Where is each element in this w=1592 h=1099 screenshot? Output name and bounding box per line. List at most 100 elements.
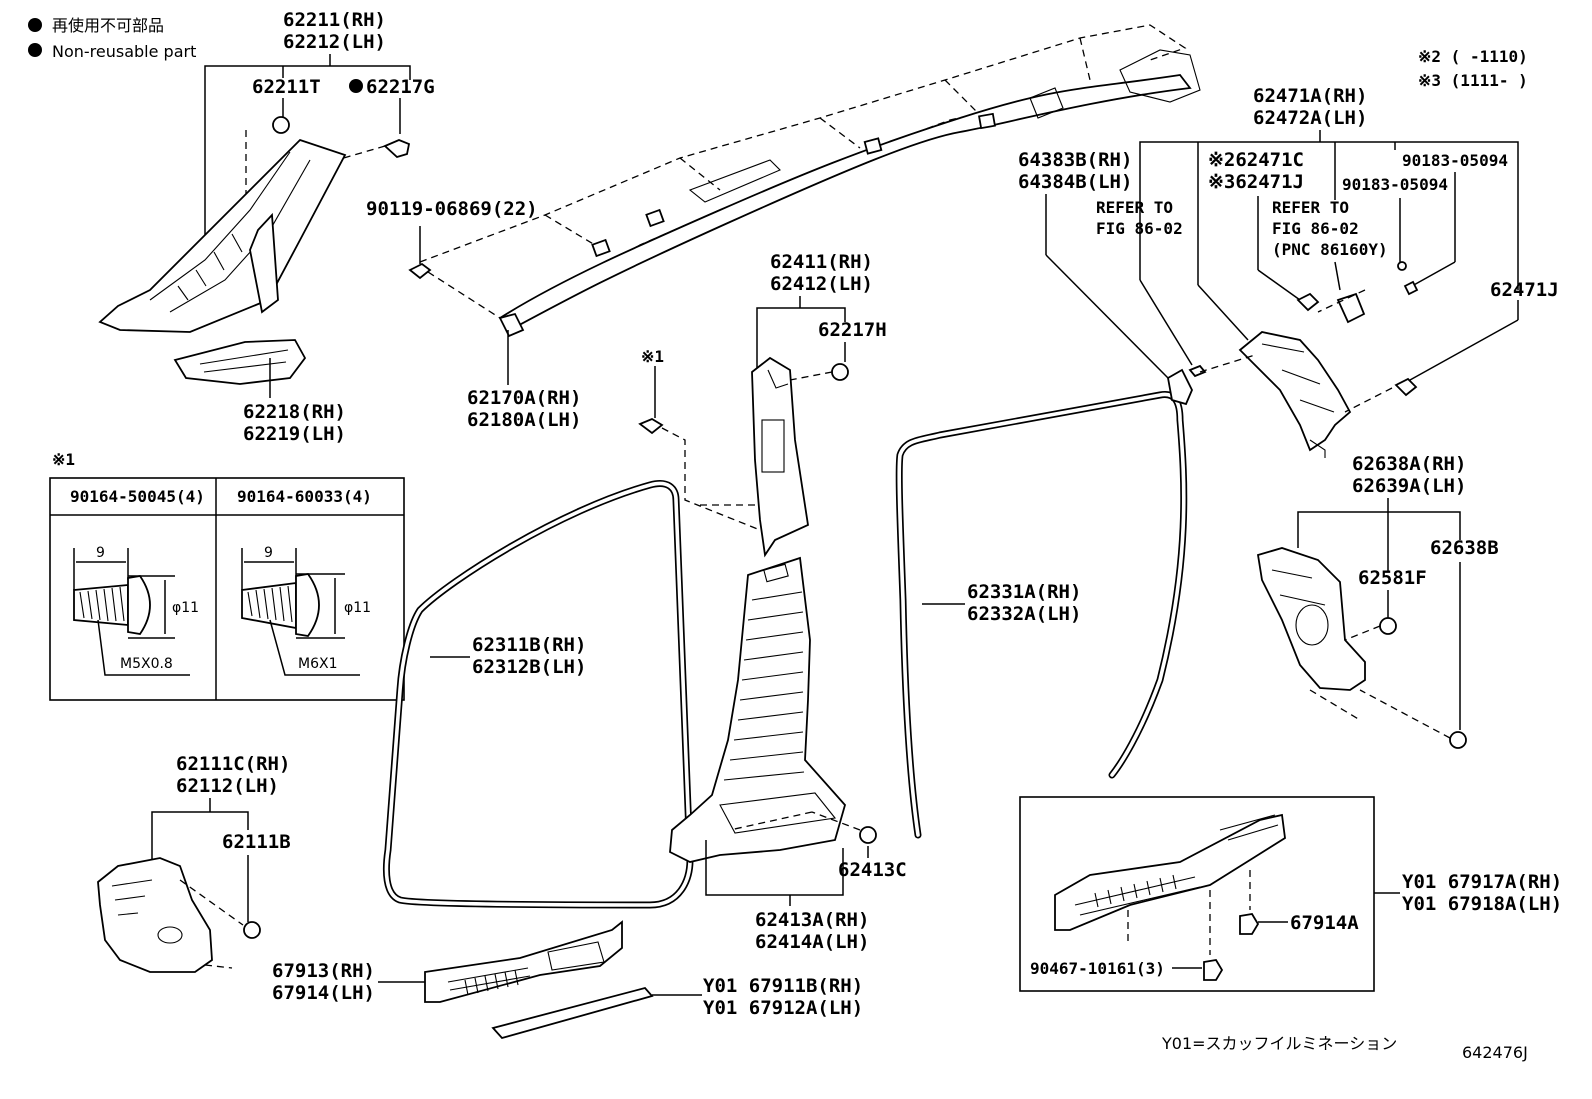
label-62471J[interactable]: 62471J — [1490, 279, 1559, 301]
clip-62471C-icon — [1296, 292, 1320, 312]
rear-door-weatherstrip-group: 62331A(RH) 62332A(LH) — [895, 390, 1188, 839]
label-62211[interactable]: 62211(RH) — [283, 9, 386, 31]
label-Y01-67918A[interactable]: Y01 67918A(LH) — [1402, 893, 1562, 915]
front-door-weatherstrip[interactable] — [383, 480, 694, 909]
label-62638B[interactable]: 62638B — [1430, 537, 1499, 559]
label-90467[interactable]: 90467-10161(3) — [1030, 959, 1165, 978]
front-scuff-plate[interactable] — [424, 920, 623, 1003]
quarter-pillar-group: ※2 ( -1110) ※3 (1111- ) 62471A(RH) 62472… — [1018, 47, 1559, 458]
front-door-weatherstrip-group: 62311B(RH) 62312B(LH) — [383, 480, 694, 909]
label-62412[interactable]: 62412(LH) — [770, 273, 873, 295]
label-62111B[interactable]: 62111B — [222, 831, 291, 853]
cowl-side-trim-group: 62111C(RH) 62112(LH) 62111B — [97, 753, 291, 973]
non-reusable-marker-icon — [28, 43, 42, 57]
deck-side-trim[interactable] — [1256, 547, 1366, 691]
screw-90183-b-icon — [1403, 280, 1419, 296]
clip-62413C-icon — [859, 826, 877, 844]
label-Y01-67917A[interactable]: Y01 67917A(RH) — [1402, 871, 1562, 893]
screw-90183-a-icon — [1397, 261, 1407, 271]
note-3: ※3 (1111- ) — [1418, 71, 1528, 90]
label-62331A[interactable]: 62331A(RH) — [967, 581, 1081, 603]
deck-side-trim-group: 62638A(RH) 62639A(LH) 62638B 62581F — [1256, 453, 1499, 749]
curtain-airbag-group: 90119-06869(22) 62170A(RH) 62180A(LH) — [366, 24, 1201, 431]
ref2-line1: REFER TO — [1272, 198, 1349, 217]
front-scuff-plate-group: 67913(RH) 67914(LH) Y01 67911B(RH) Y01 6… — [272, 920, 863, 1040]
label-62471C[interactable]: ※262471C — [1208, 149, 1304, 171]
label-64384B[interactable]: 64384B(LH) — [1018, 171, 1132, 193]
quarter-pillar-garnish[interactable] — [1238, 331, 1352, 452]
label-62180A[interactable]: 62180A(LH) — [467, 409, 581, 431]
inset-thread1: M5X0.8 — [120, 656, 173, 672]
label-62212[interactable]: 62212(LH) — [283, 31, 386, 53]
label-64383B[interactable]: 64383B(RH) — [1018, 149, 1132, 171]
label-67914A[interactable]: 67914A — [1290, 912, 1359, 934]
label-62638A[interactable]: 62638A(RH) — [1352, 453, 1466, 475]
inset-screw-detail: ※1 90164-50045(4) 90164-60033(4) 9 φ11 M… — [49, 450, 405, 701]
label-62332A[interactable]: 62332A(LH) — [967, 603, 1081, 625]
cowl-side-trim[interactable] — [97, 857, 213, 973]
label-62411[interactable]: 62411(RH) — [770, 251, 873, 273]
non-reusable-marker-icon — [28, 18, 42, 32]
label-62413A[interactable]: 62413A(RH) — [755, 909, 869, 931]
figure-number: 642476J — [1462, 1043, 1528, 1062]
inset-title: ※1 — [52, 450, 75, 469]
screw-mark1-icon — [638, 417, 664, 435]
label-62414A[interactable]: 62414A(LH) — [755, 931, 869, 953]
label-62170A[interactable]: 62170A(RH) — [467, 387, 581, 409]
label-67914[interactable]: 67914(LH) — [272, 982, 375, 1004]
legend-jp: 再使用不可部品 — [52, 16, 164, 35]
label-67913[interactable]: 67913(RH) — [272, 960, 375, 982]
screw-m5-icon: 9 φ11 M5X0.8 — [73, 545, 199, 676]
label-62111C[interactable]: 62111C(RH) — [176, 753, 290, 775]
ref1-line2: FIG 86-02 — [1096, 219, 1183, 238]
label-62219[interactable]: 62219(LH) — [243, 423, 346, 445]
label-Y01-67911B[interactable]: Y01 67911B(RH) — [703, 975, 863, 997]
label-62471J-note[interactable]: ※362471J — [1208, 171, 1304, 193]
b-pillar-lower-garnish[interactable] — [669, 556, 847, 863]
label-62217G[interactable]: 62217G — [366, 76, 435, 98]
label-62581F[interactable]: 62581F — [1358, 567, 1427, 589]
b-pillar-lower-group: 62413C 62413A(RH) 62414A(LH) — [669, 556, 907, 953]
label-62413C[interactable]: 62413C — [838, 859, 907, 881]
bracket-64383B-icon — [1167, 368, 1193, 406]
label-62211T[interactable]: 62211T — [252, 76, 321, 98]
label-62311B[interactable]: 62311B(RH) — [472, 634, 586, 656]
label-62112[interactable]: 62112(LH) — [176, 775, 279, 797]
rear-scuff-group: 67914A 90467-10161(3) Y01 67917A(RH) Y01… — [1019, 796, 1562, 992]
label-mark1[interactable]: ※1 — [641, 347, 664, 366]
a-pillar-weatherstrip-retainer — [249, 212, 279, 314]
clip-90183-icon — [1336, 292, 1366, 324]
clip-62581F-icon — [1379, 617, 1397, 635]
label-Y01-67912A[interactable]: Y01 67912A(LH) — [703, 997, 863, 1019]
b-pillar-upper-group: 62411(RH) 62412(LH) 62217H ※1 — [638, 251, 887, 558]
b-pillar-upper-garnish[interactable] — [751, 356, 809, 558]
clip-62217H-icon — [831, 363, 849, 381]
a-pillar-garnish[interactable] — [98, 138, 347, 333]
clip-62217G-icon — [383, 139, 411, 159]
legend: 再使用不可部品 Non-reusable part — [28, 16, 196, 61]
screw-m6-icon: 9 φ11 M6X1 — [241, 545, 371, 676]
label-62472A[interactable]: 62472A(LH) — [1253, 107, 1367, 129]
label-62471A[interactable]: 62471A(RH) — [1253, 85, 1367, 107]
clip-62111B-icon — [243, 921, 261, 939]
inset-thread2: M6X1 — [298, 656, 337, 672]
front-scuff-illumination[interactable] — [491, 986, 654, 1040]
curtain-airbag-tube[interactable] — [498, 74, 1192, 332]
a-pillar-lower-garnish[interactable] — [173, 339, 307, 385]
label-62218[interactable]: 62218(RH) — [243, 401, 346, 423]
label-62312B[interactable]: 62312B(LH) — [472, 656, 586, 678]
label-62217H[interactable]: 62217H — [818, 319, 887, 341]
legend-en: Non-reusable part — [52, 42, 196, 61]
label-62639A[interactable]: 62639A(LH) — [1352, 475, 1466, 497]
inset-dia1: φ11 — [172, 600, 199, 616]
label-90183-b[interactable]: 90183-05094 — [1342, 175, 1448, 194]
rear-scuff-plate[interactable] — [1054, 813, 1286, 931]
label-90119[interactable]: 90119-06869(22) — [366, 198, 538, 220]
label-90183-a[interactable]: 90183-05094 — [1402, 151, 1508, 170]
clip-67914A-icon — [1239, 913, 1260, 935]
inset-dia2: φ11 — [344, 600, 371, 616]
inset-col1: 90164-50045(4) — [70, 487, 205, 506]
footer-note: Y01=スカッフイルミネーション — [1161, 1034, 1397, 1053]
clip-62638B-icon — [1449, 731, 1467, 749]
